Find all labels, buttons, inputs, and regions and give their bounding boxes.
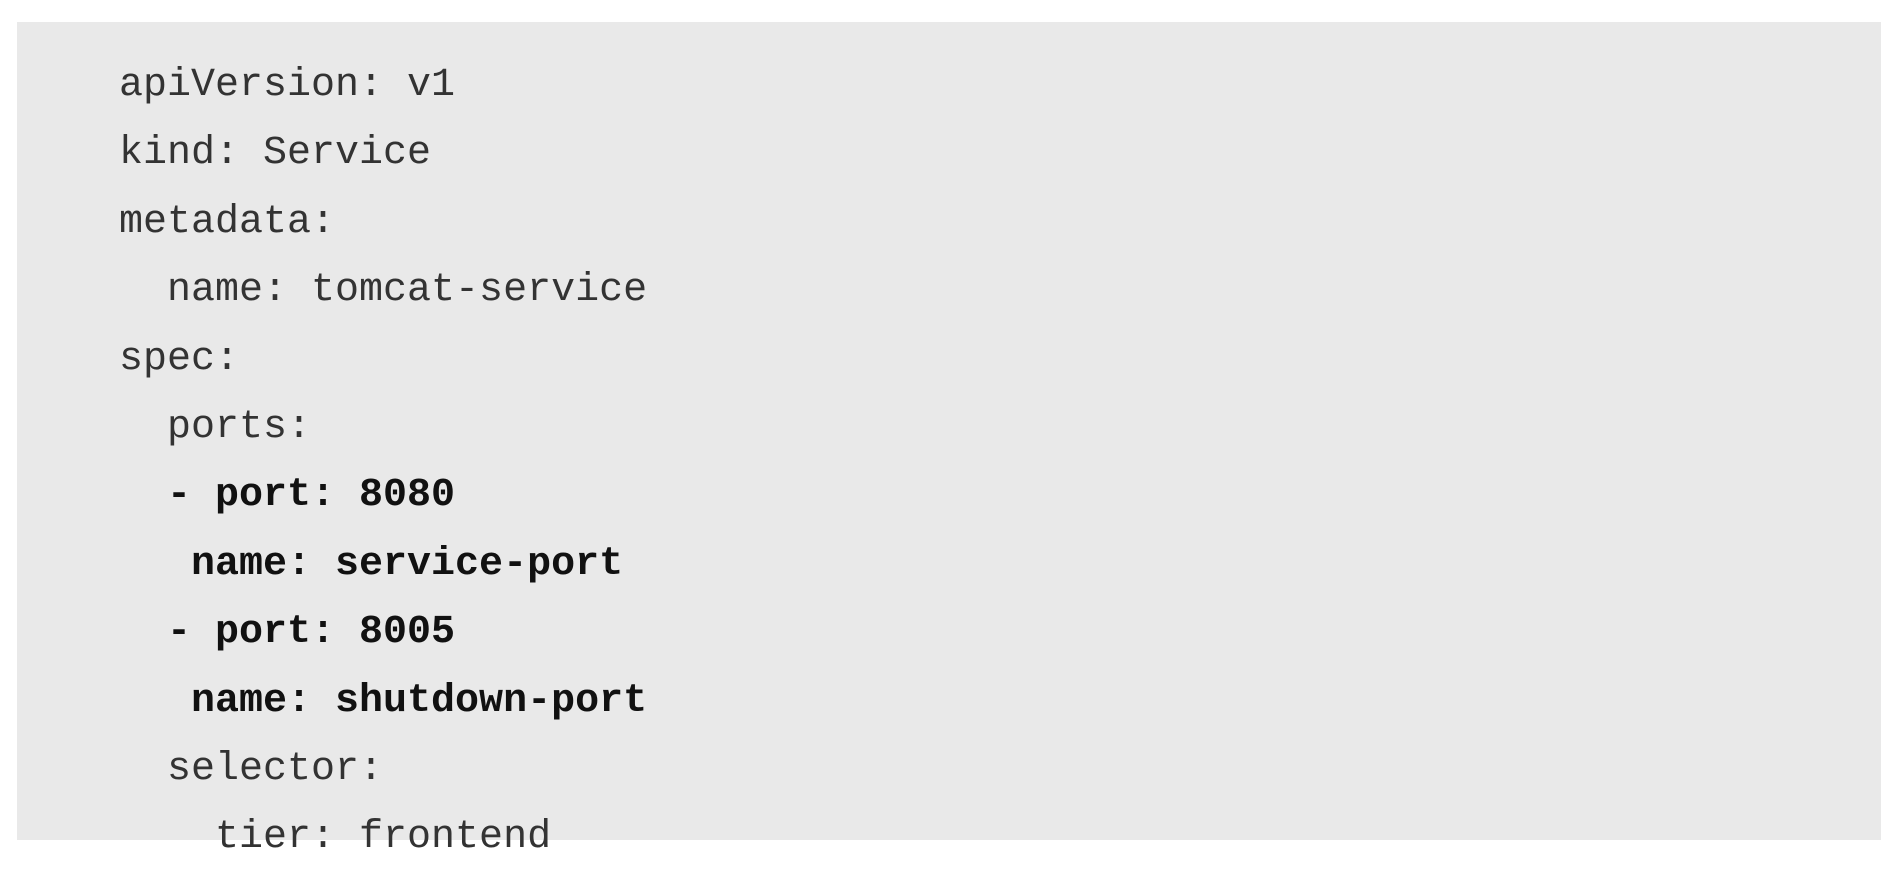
code-line-spec: spec:: [119, 336, 240, 382]
code-line-port-8005: - port: 8005: [119, 610, 456, 656]
code-line-tier: tier: frontend: [119, 815, 552, 861]
code-line-apiversion: apiVersion: v1: [119, 63, 456, 108]
code-line-metadata-name: name: tomcat-service: [119, 268, 648, 314]
code-line-shutdown-port-name: name: shutdown-port: [119, 678, 648, 724]
code-line-ports: ports:: [119, 404, 312, 450]
code-line-selector: selector:: [119, 746, 384, 792]
code-line-kind: kind: Service: [119, 131, 432, 177]
code-line-service-port-name: name: service-port: [119, 541, 624, 587]
code-line-metadata: metadata:: [119, 199, 336, 245]
code-line-port-8080: - port: 8080: [119, 473, 456, 519]
yaml-code-block: apiVersion: v1 kind: Service metadata: n…: [17, 22, 1881, 858]
